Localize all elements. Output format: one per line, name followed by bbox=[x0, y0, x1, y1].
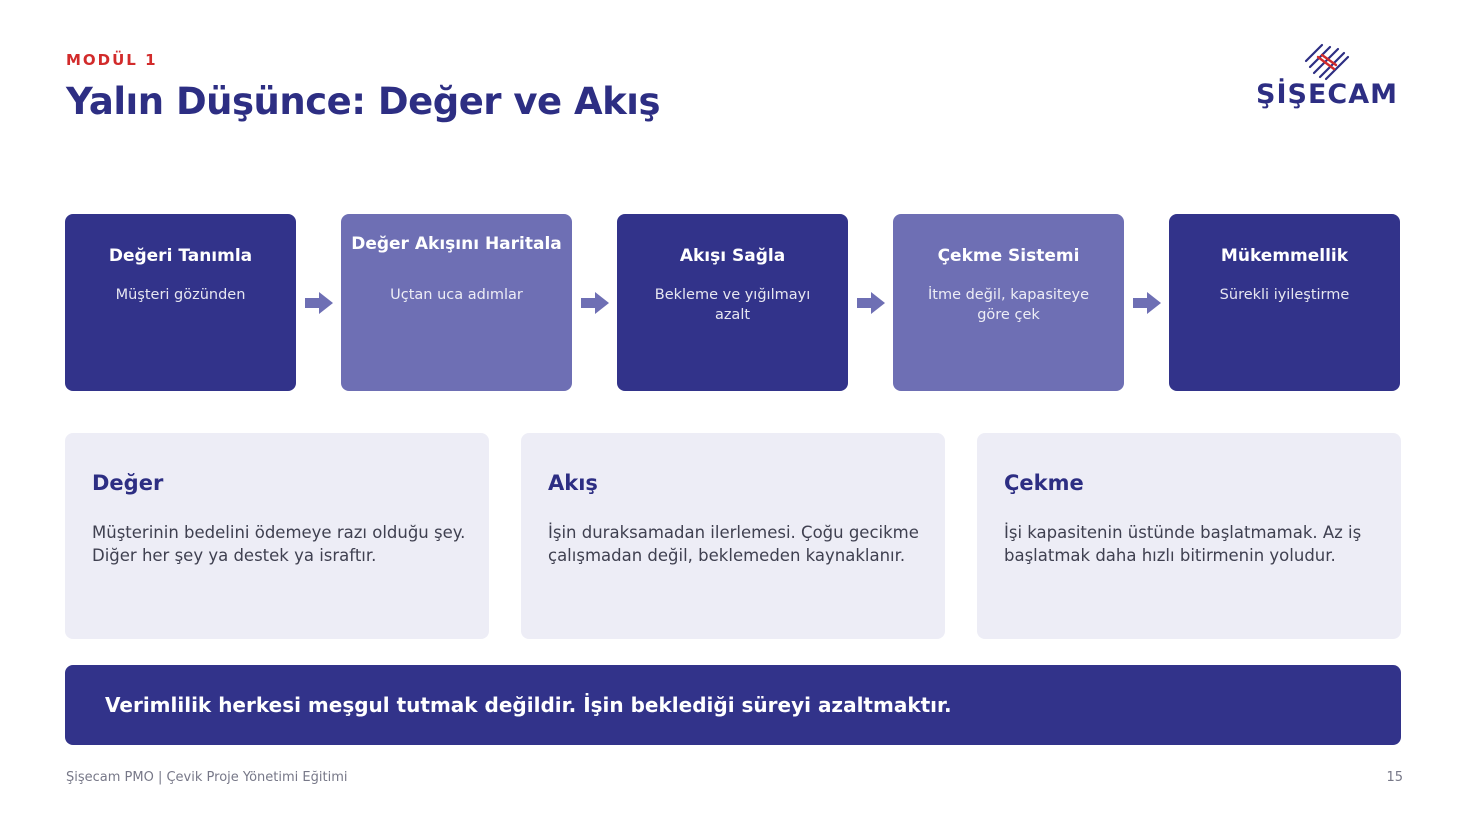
flow-card-pull-system: Çekme Sistemi İtme değil, kapasiteye gör… bbox=[893, 214, 1124, 391]
sisecam-logo-mark-icon bbox=[1304, 43, 1350, 81]
concept-body: İşin duraksamadan ilerlemesi. Çoğu gecik… bbox=[548, 523, 919, 565]
footer-text: Şişecam PMO | Çevik Proje Yönetimi Eğiti… bbox=[66, 770, 348, 785]
key-message-banner: Verimlilik herkesi meşgul tutmak değildi… bbox=[65, 665, 1401, 745]
concept-body: İşi kapasitenin üstünde başlatmamak. Az … bbox=[1004, 523, 1362, 565]
arrow-right-icon bbox=[305, 292, 333, 314]
flow-card-subtitle: Bekleme ve yığılmayı azalt bbox=[654, 287, 811, 323]
sisecam-logo: ŞİŞECAM bbox=[1256, 43, 1406, 115]
flow-card-subtitle: Uçtan uca adımlar bbox=[390, 287, 523, 303]
page-number: 15 bbox=[1386, 770, 1403, 785]
flow-card-create-flow: Akışı Sağla Bekleme ve yığılmayı azalt bbox=[617, 214, 848, 391]
flow-card-title: Akışı Sağla bbox=[679, 246, 786, 266]
flow-card-define-value: Değeri Tanımla Müşteri gözünden bbox=[65, 214, 296, 391]
flow-card-title: Değeri Tanımla bbox=[108, 246, 253, 266]
concept-card-flow: Akış İşin duraksamadan ilerlemesi. Çoğu … bbox=[521, 433, 945, 639]
flow-card-subtitle: Sürekli iyileştirme bbox=[1219, 287, 1350, 303]
flow-card-perfection: Mükemmellik Sürekli iyileştirme bbox=[1169, 214, 1400, 391]
flow-card-title: Değer Akışını Haritala bbox=[351, 234, 562, 254]
concept-card-value: Değer Müşterinin bedelini ödemeye razı o… bbox=[65, 433, 489, 639]
arrow-right-icon bbox=[857, 292, 885, 314]
concept-card-pull: Çekme İşi kapasitenin üstünde başlatmama… bbox=[977, 433, 1401, 639]
concept-title: Değer bbox=[92, 471, 164, 495]
logo-text: ŞİŞECAM bbox=[1256, 79, 1398, 110]
flow-card-title: Çekme Sistemi bbox=[937, 246, 1080, 266]
concept-title: Çekme bbox=[1004, 471, 1084, 495]
flow-card-subtitle: İtme değil, kapasiteye göre çek bbox=[927, 287, 1090, 323]
flow-card-map-value-stream: Değer Akışını Haritala Uçtan uca adımlar bbox=[341, 214, 572, 391]
arrow-right-icon bbox=[1133, 292, 1161, 314]
concept-title: Akış bbox=[548, 471, 598, 495]
arrow-right-icon bbox=[581, 292, 609, 314]
banner-text: Verimlilik herkesi meşgul tutmak değildi… bbox=[105, 693, 952, 717]
flow-card-subtitle: Müşteri gözünden bbox=[115, 287, 246, 303]
flow-card-title: Mükemmellik bbox=[1220, 246, 1349, 266]
concept-body: Müşterinin bedelini ödemeye razı olduğu … bbox=[92, 523, 466, 565]
module-label: MODÜL 1 bbox=[66, 51, 158, 69]
page-title: Yalın Düşünce: Değer ve Akış bbox=[66, 80, 660, 123]
